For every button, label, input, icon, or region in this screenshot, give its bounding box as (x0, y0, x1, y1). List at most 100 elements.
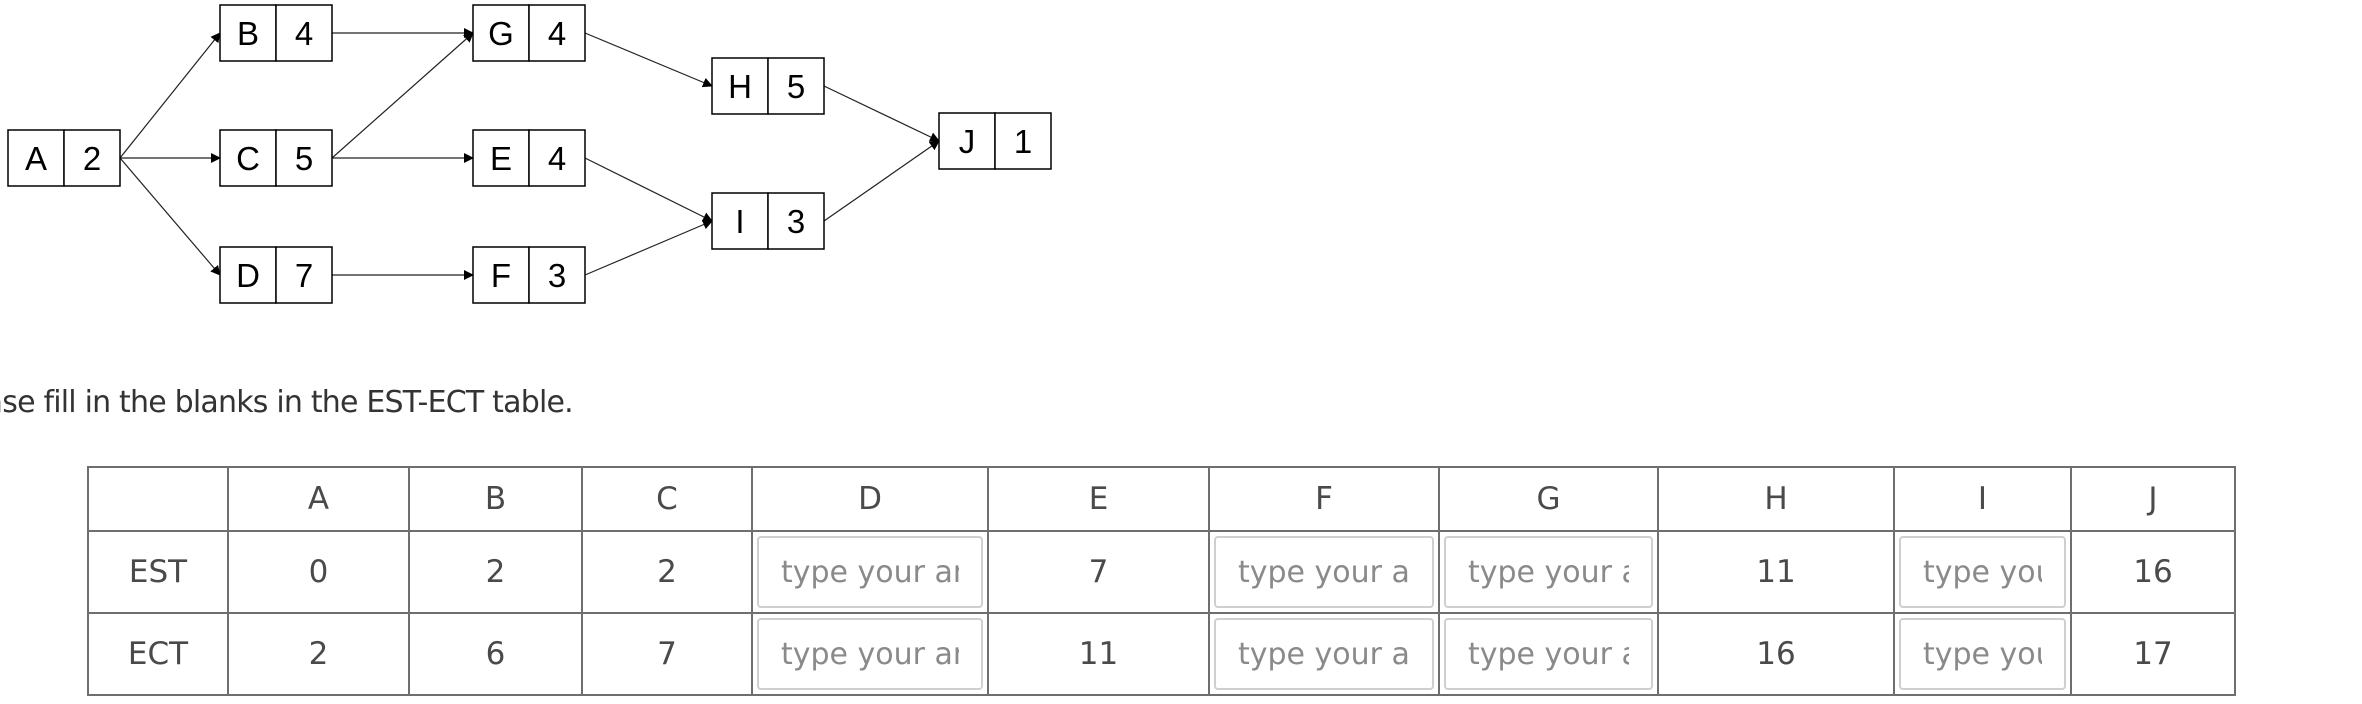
value-cell-b: 6 (408, 612, 583, 696)
node-label: C (236, 140, 260, 177)
node-duration: 4 (295, 15, 313, 52)
answer-cell-d (751, 612, 989, 696)
answer-cell-d (751, 530, 989, 614)
value-cell-a: 2 (227, 612, 410, 696)
node-duration-box (275, 129, 333, 187)
row-label: EST (87, 530, 229, 614)
node-duration: 1 (1014, 123, 1032, 160)
ect-d-answer-input[interactable] (757, 618, 983, 690)
node-duration: 5 (787, 68, 805, 105)
edge-a-b (119, 32, 221, 159)
node-label: D (236, 257, 260, 294)
node-label-box (472, 4, 530, 62)
header-cell-i: I (1893, 466, 2072, 532)
value-cell-h: 16 (1657, 612, 1895, 696)
edge-c-g (331, 32, 474, 159)
ect-f-answer-input[interactable] (1214, 618, 1434, 690)
node-label: E (490, 140, 512, 177)
node-duration: 3 (548, 257, 566, 294)
node-label: H (728, 68, 752, 105)
est-d-answer-input[interactable] (757, 536, 983, 608)
value-cell-h: 11 (1657, 530, 1895, 614)
header-cell-f: F (1208, 466, 1440, 532)
header-corner-cell (87, 466, 229, 532)
header-cell-h: H (1657, 466, 1895, 532)
row-label: ECT (87, 612, 229, 696)
answer-cell-g (1438, 612, 1659, 696)
est-i-answer-input[interactable] (1899, 536, 2066, 608)
node-label: I (735, 203, 744, 240)
answer-cell-f (1208, 530, 1440, 614)
node-duration: 2 (83, 140, 101, 177)
node-label-box (7, 129, 65, 187)
value-cell-a: 0 (227, 530, 410, 614)
header-cell-j: J (2070, 466, 2236, 532)
value-cell-j: 17 (2070, 612, 2236, 696)
node-label-box (938, 112, 996, 170)
header-cell-b: B (408, 466, 583, 532)
value-cell-e: 7 (987, 530, 1210, 614)
node-duration: 3 (787, 203, 805, 240)
value-cell-c: 2 (581, 530, 753, 614)
node-duration: 5 (295, 140, 313, 177)
node-duration: 4 (548, 15, 566, 52)
header-cell-c: C (581, 466, 753, 532)
est-g-answer-input[interactable] (1444, 536, 1653, 608)
node-duration: 4 (548, 140, 566, 177)
edge-f-i (584, 219, 713, 276)
header-cell-a: A (227, 466, 410, 532)
answer-cell-g (1438, 530, 1659, 614)
node-label: A (25, 140, 47, 177)
answer-cell-f (1208, 612, 1440, 696)
node-duration-box (767, 192, 825, 250)
node-label: J (959, 123, 976, 160)
node-label-box (219, 4, 277, 62)
node-label-box (472, 246, 530, 304)
est-ect-table: ABCDEFGHIJEST02271116ECT267111617 (87, 466, 2236, 696)
node-duration: 7 (295, 257, 313, 294)
header-cell-e: E (987, 466, 1210, 532)
value-cell-c: 7 (581, 612, 753, 696)
value-cell-b: 2 (408, 530, 583, 614)
node-label: F (491, 257, 511, 294)
edge-h-j (823, 85, 940, 142)
node-label-box (472, 129, 530, 187)
instruction-text: ease fill in the blanks in the EST-ECT t… (0, 385, 574, 420)
node-duration-box (275, 4, 333, 62)
table-row-est: EST02271116 (87, 530, 2236, 614)
answer-cell-i (1893, 530, 2072, 614)
node-duration-box (275, 246, 333, 304)
edge-g-h (584, 32, 713, 88)
node-duration-box (528, 129, 586, 187)
ect-g-answer-input[interactable] (1444, 618, 1653, 690)
node-duration-box (528, 246, 586, 304)
node-duration-box (767, 57, 825, 115)
node-label: B (237, 15, 259, 52)
ect-i-answer-input[interactable] (1899, 618, 2066, 690)
value-cell-j: 16 (2070, 530, 2236, 614)
edge-e-i (584, 157, 713, 222)
edge-a-d (119, 157, 221, 276)
node-duration-box (528, 4, 586, 62)
est-f-answer-input[interactable] (1214, 536, 1434, 608)
header-cell-d: D (751, 466, 989, 532)
header-cell-g: G (1438, 466, 1659, 532)
node-duration-box (994, 112, 1052, 170)
node-duration-box (63, 129, 121, 187)
edge-i-j (823, 140, 940, 222)
value-cell-e: 11 (987, 612, 1210, 696)
node-label: G (488, 15, 514, 52)
